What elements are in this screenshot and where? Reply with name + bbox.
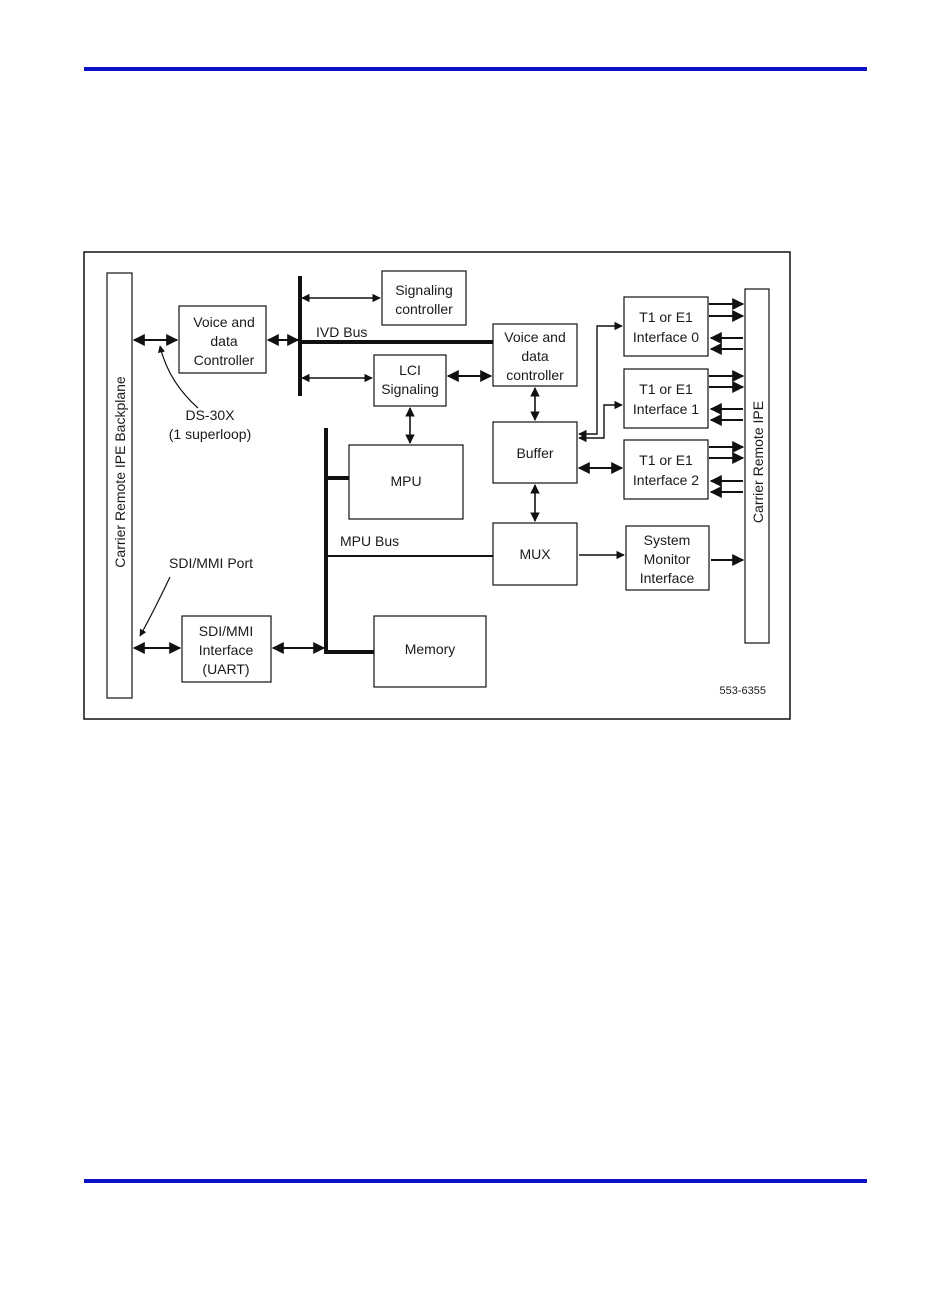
- sdi-mmi-interface-line3: (UART): [202, 661, 249, 677]
- system-monitor-line2: Monitor: [644, 551, 691, 567]
- mux-block: [492, 522, 578, 586]
- backplane-left: [106, 272, 133, 699]
- lci-signaling-block: [373, 354, 447, 407]
- sdi-mmi-port-label: SDI/MMI Port: [169, 555, 253, 571]
- arrow-buffer-t1-e1-0: [578, 321, 623, 439]
- voice-data-controller-left: [178, 305, 267, 374]
- ds30x-pointer: [157, 345, 199, 409]
- bottom-rule: [84, 1179, 867, 1183]
- backplane-left-label: Carrier Remote IPE Backplane: [112, 376, 128, 568]
- sdi-mmi-interface-line2: Interface: [199, 642, 254, 658]
- t1-e1-interface-0-line2: Interface 0: [633, 329, 699, 345]
- system-monitor-block: [625, 525, 710, 591]
- lci-signaling-line1: LCI: [399, 362, 421, 378]
- voice-data-controller-right-line2: data: [521, 348, 548, 364]
- lci-signaling-line2: Signaling: [381, 381, 439, 397]
- t1-e1-interface-0-line1: T1 or E1: [639, 309, 693, 325]
- superloop-label: (1 superloop): [169, 426, 252, 442]
- voice-data-controller-left-line3: Controller: [194, 352, 255, 368]
- memory-label: Memory: [405, 641, 456, 657]
- t1-e1-interface-2-line1: T1 or E1: [639, 452, 693, 468]
- t1-e1-interface-1-block: [623, 368, 709, 429]
- mux-label: MUX: [519, 546, 551, 562]
- figure-frame: [83, 251, 791, 720]
- t1-e1-interface-1-line1: T1 or E1: [639, 381, 693, 397]
- mpu-block: [348, 444, 464, 520]
- buffer-block: [492, 421, 578, 484]
- t1-e1-interface-0-block: [623, 296, 709, 357]
- voice-data-controller-left-line1: Voice and: [193, 314, 255, 330]
- signaling-controller-line2: controller: [395, 301, 453, 317]
- system-monitor-line1: System: [644, 532, 691, 548]
- t1-e1-interface-1-line2: Interface 1: [633, 401, 699, 417]
- sdi-mmi-interface-block: [181, 615, 272, 683]
- arrow-buffer-t1-e1-1: [578, 400, 623, 443]
- ds30x-label: DS-30X: [185, 407, 235, 423]
- t1-e1-interface-2-line2: Interface 2: [633, 472, 699, 488]
- sdi-mmi-port-pointer: [139, 576, 171, 637]
- backplane-right-label: Carrier Remote IPE: [750, 401, 766, 523]
- mpu-bus-label: MPU Bus: [340, 533, 399, 549]
- top-rule: [84, 67, 867, 71]
- backplane-right: [744, 288, 770, 644]
- memory-block: [373, 615, 487, 688]
- voice-data-controller-left-line2: data: [210, 333, 237, 349]
- figure-id: 553-6355: [720, 685, 767, 697]
- ivd-bus-label: IVD Bus: [316, 324, 367, 340]
- voice-data-controller-right-line1: Voice and: [504, 329, 566, 345]
- t1-e1-interface-2-block: [623, 439, 709, 500]
- signaling-controller-block: [381, 270, 467, 326]
- sdi-mmi-interface-line1: SDI/MMI: [199, 623, 253, 639]
- mpu-label: MPU: [390, 473, 421, 489]
- buffer-label: Buffer: [516, 445, 553, 461]
- signaling-controller-line1: Signaling: [395, 282, 453, 298]
- system-monitor-line3: Interface: [640, 570, 695, 586]
- voice-data-controller-right: [492, 323, 578, 387]
- voice-data-controller-right-line3: controller: [506, 367, 564, 383]
